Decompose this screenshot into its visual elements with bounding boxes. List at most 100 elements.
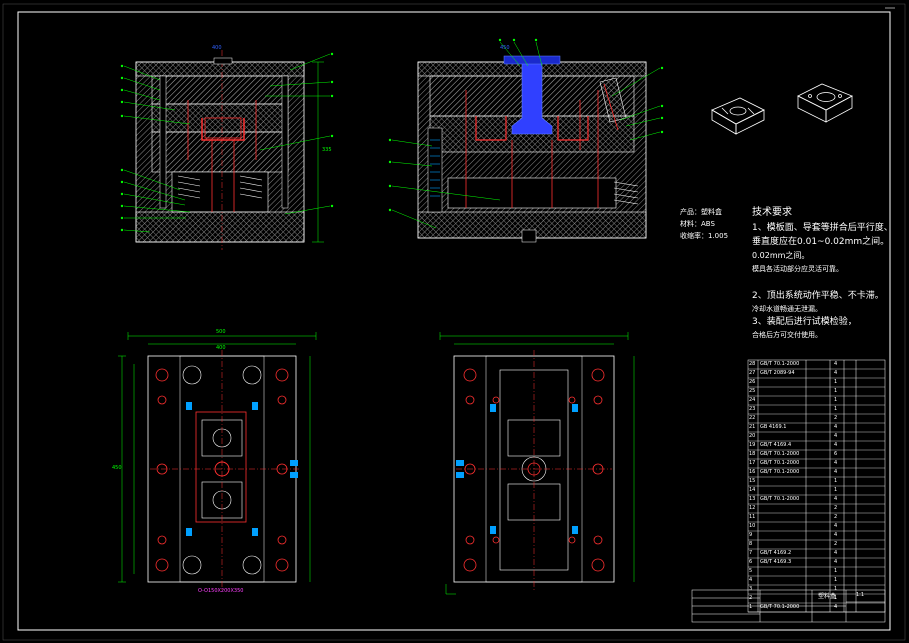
tech-line-7: 3、装配后进行试模检验， xyxy=(752,317,857,327)
bom-cell-no: 21 xyxy=(749,424,756,430)
bom-cell-no: 26 xyxy=(749,379,756,385)
bom-cell-no: 24 xyxy=(749,397,756,403)
bom-row: 12 2 xyxy=(748,504,885,513)
bom-cell-qty: 4 xyxy=(834,433,838,439)
section-view-left xyxy=(135,50,305,250)
bom-cell-no: 16 xyxy=(749,469,756,475)
bom-row: 21 GB 4169.1 4 xyxy=(748,423,885,432)
bom-row: 17 GB/T 70.1-2000 4 xyxy=(748,459,885,468)
tech-line-1: 1、模板面、导套等拼合后平行度、 xyxy=(752,223,893,233)
bom-cell-no: 9 xyxy=(749,532,753,538)
bom-row: 14 1 xyxy=(748,486,885,495)
bom-cell-spec: GB 4169.1 xyxy=(760,424,787,430)
bom-cell-spec: GB/T 4169.2 xyxy=(760,550,792,556)
bom-cell-qty: 1 xyxy=(834,478,838,484)
bom-cell-spec: GB/T 70.1-2000 xyxy=(760,361,800,367)
bom-cell-no: 3 xyxy=(749,586,753,592)
bom-cell-qty: 1 xyxy=(834,487,838,493)
bom-cell-spec: GB/T 70.1-2000 xyxy=(760,460,800,466)
tech-requirements-title: 技术要求 xyxy=(752,207,792,218)
part-isometric-2 xyxy=(797,83,853,123)
bom-cell-qty: 1 xyxy=(834,406,838,412)
bom-row: 23 1 xyxy=(748,405,885,414)
bom-cell-qty: 2 xyxy=(834,541,838,547)
material-label: 材料： xyxy=(680,220,701,228)
bom-cell-no: 25 xyxy=(749,388,756,394)
dim-plan-side: 450 xyxy=(112,465,122,471)
bom-row: 26 1 xyxy=(748,378,885,387)
material-value: ABS xyxy=(701,220,715,228)
bom-cell-qty: 2 xyxy=(834,505,838,511)
bom-row: 24 1 xyxy=(748,396,885,405)
bom-cell-no: 8 xyxy=(749,541,753,547)
tech-line-3: 0.02mm之间。 xyxy=(752,251,810,260)
bom-cell-qty: 4 xyxy=(834,559,838,565)
bom-cell-qty: 2 xyxy=(834,514,838,520)
bom-cell-qty: 1 xyxy=(834,568,838,574)
bom-cell-qty: 1 xyxy=(834,577,838,583)
bom-cell-qty: 1 xyxy=(834,379,838,385)
title-scale: 1:1 xyxy=(856,592,865,598)
bom-cell-qty: 4 xyxy=(834,604,838,610)
bom-row: 19 GB/T 4169.4 4 xyxy=(748,441,885,450)
bom-cell-no: 4 xyxy=(749,577,753,583)
bom-cell-qty: 4 xyxy=(834,532,838,538)
bom-cell-qty: 4 xyxy=(834,523,838,529)
mold-base-note: O-O150X200X350 xyxy=(198,588,244,594)
bom-cell-qty: 1 xyxy=(834,388,838,394)
bom-cell-spec: GB/T 4169.4 xyxy=(760,442,792,448)
product-name: 塑料盒 xyxy=(701,208,722,216)
dim-side-right: 335 xyxy=(322,147,332,153)
bom-cell-no: 13 xyxy=(749,496,756,502)
sheet-border xyxy=(17,11,891,631)
product-name-label: 产品： xyxy=(680,208,701,216)
bom-cell-no: 18 xyxy=(749,451,756,457)
plan-view-left xyxy=(147,350,300,590)
bom-cell-no: 12 xyxy=(749,505,756,511)
bom-cell-spec: GB/T 70.1-2000 xyxy=(760,469,800,475)
product-info: 产品：塑料盒 材料：ABS 收缩率：1.005 xyxy=(680,209,728,245)
bom-cell-qty: 1 xyxy=(834,397,838,403)
bom-cell-no: 17 xyxy=(749,460,756,466)
bom-cell-no: 20 xyxy=(749,433,756,439)
shrink-value: 1.005 xyxy=(708,232,729,240)
bom-cell-no: 15 xyxy=(749,478,756,484)
bom-cell-no: 23 xyxy=(749,406,756,412)
bom-cell-no: 19 xyxy=(749,442,756,448)
bom-cell-qty: 4 xyxy=(834,442,838,448)
bom-cell-no: 14 xyxy=(749,487,756,493)
bom-row: 15 1 xyxy=(748,477,885,486)
tech-line-6: 冷却水道畅通无泄漏。 xyxy=(752,305,822,313)
bom-cell-no: 1 xyxy=(749,604,753,610)
bom-cell-qty: 2 xyxy=(834,415,838,421)
bom-cell-qty: 4 xyxy=(834,460,838,466)
bom-cell-no: 10 xyxy=(749,523,756,529)
bom-row: 10 4 xyxy=(748,522,885,531)
part-isometric-1 xyxy=(711,97,765,135)
bom-cell-no: 6 xyxy=(749,559,753,565)
bom-cell-spec: GB/T 70.1-2000 xyxy=(760,496,800,502)
bom-cell-qty: 4 xyxy=(834,424,838,430)
tech-line-2: 垂直度应在0.01~0.02mm之间。 xyxy=(752,237,890,247)
tech-line-8: 合格后方可交付使用。 xyxy=(752,331,822,339)
bom-cell-qty: 6 xyxy=(834,451,838,457)
section-view-right xyxy=(417,55,647,243)
bom-cell-no: 22 xyxy=(749,415,756,421)
sheet-border-outer xyxy=(2,3,906,641)
dim-plan-top-inner: 400 xyxy=(216,345,226,351)
